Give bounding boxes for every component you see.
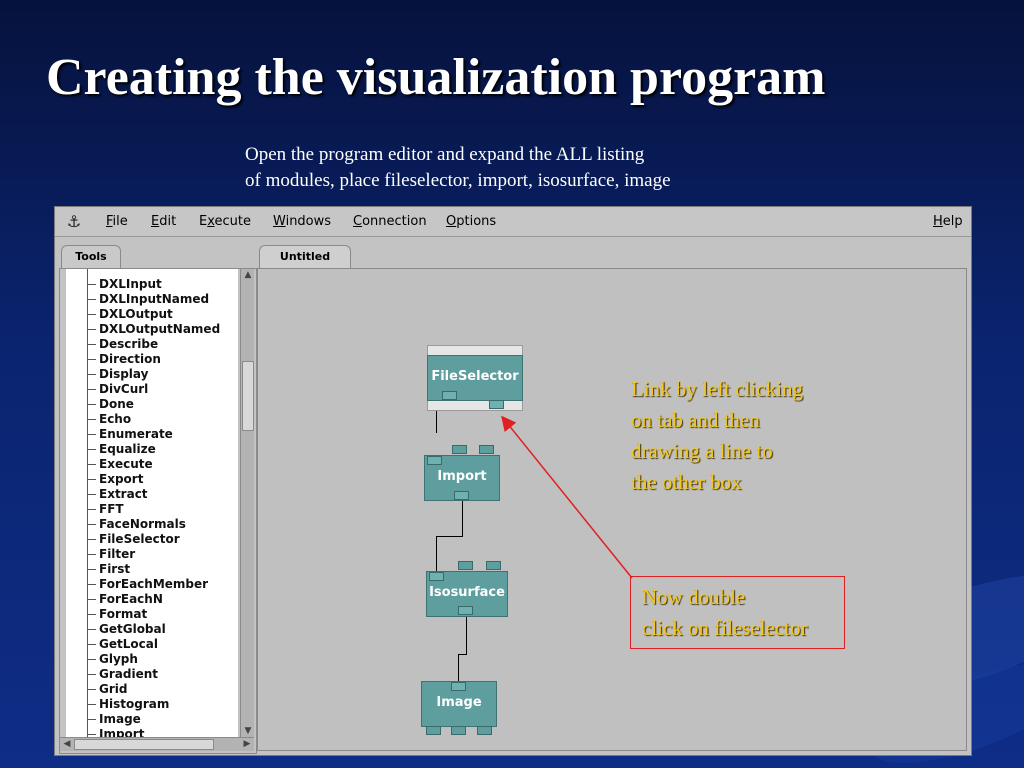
scroll-left-icon[interactable]: ◀ [63, 739, 71, 749]
input-port[interactable] [452, 445, 467, 454]
tools-list-item[interactable]: DXLOutput [88, 307, 173, 322]
tools-list-item[interactable]: Equalize [88, 442, 156, 457]
tools-list-item[interactable]: Filter [88, 547, 135, 562]
tools-list-item[interactable]: GetGlobal [88, 622, 166, 637]
scroll-right-icon[interactable]: ▶ [243, 739, 251, 749]
scroll-down-icon[interactable]: ▼ [244, 726, 252, 736]
wire-isosurface-image [466, 614, 467, 654]
program-editor-window: ⚓ File Edit Execute Windows Connection O… [54, 206, 972, 756]
note-line: the other box [631, 470, 742, 494]
slide-subtitle: Open the program editor and expand the A… [245, 142, 671, 194]
menu-help[interactable]: Help [933, 214, 963, 229]
tools-list-item[interactable]: Execute [88, 457, 153, 472]
module-label: Import [437, 469, 487, 484]
output-port[interactable] [442, 391, 457, 400]
anchor-icon[interactable]: ⚓ [66, 212, 82, 231]
module-label: Isosurface [429, 585, 505, 600]
tools-list-item[interactable]: DivCurl [88, 382, 148, 397]
output-port[interactable] [477, 726, 492, 735]
tools-list-item[interactable]: GetLocal [88, 637, 158, 652]
module-label: Image [436, 695, 482, 710]
scroll-up-icon[interactable]: ▲ [244, 270, 252, 280]
tools-list-item[interactable]: FileSelector [88, 532, 180, 547]
wire-fileselector-import [436, 399, 437, 433]
tools-list-item[interactable]: Echo [88, 412, 131, 427]
tools-list-item[interactable]: Done [88, 397, 134, 412]
tools-list-item[interactable]: DXLInput [88, 277, 162, 292]
tools-list-item[interactable]: Image [88, 712, 141, 727]
tools-list-item[interactable]: Describe [88, 337, 158, 352]
menu-execute[interactable]: Execute [199, 214, 251, 229]
output-port[interactable] [489, 400, 504, 409]
note-line: Link by left clicking [631, 377, 804, 401]
menu-edit[interactable]: Edit [151, 214, 177, 229]
note-line: on tab and then [631, 408, 760, 432]
slide-title: Creating the visualization program [46, 49, 826, 106]
menu-bar: ⚓ File Edit Execute Windows Connection O… [55, 207, 971, 237]
program-canvas[interactable]: FileSelector Import Isosurface Image [257, 268, 967, 751]
tools-list-item[interactable]: FaceNormals [88, 517, 186, 532]
tab-tools[interactable]: Tools [61, 245, 121, 269]
link-instruction-note: Link by left clicking on tab and then dr… [631, 374, 803, 498]
tools-list-item[interactable]: Export [88, 472, 143, 487]
tools-list-item[interactable]: ForEachMember [88, 577, 208, 592]
double-click-callout-box [630, 576, 845, 649]
module-label: FileSelector [431, 369, 519, 384]
tools-list-item[interactable]: Glyph [88, 652, 138, 667]
tools-list-item[interactable]: Extract [88, 487, 148, 502]
output-port[interactable] [458, 606, 473, 615]
input-port[interactable] [486, 561, 501, 570]
wire-import-isosurface [436, 536, 463, 537]
input-port[interactable] [451, 682, 466, 691]
tools-list-item[interactable]: DXLInputNamed [88, 292, 209, 307]
tools-list-item[interactable]: Grid [88, 682, 127, 697]
output-port[interactable] [454, 491, 469, 500]
tools-horizontal-scrollbar[interactable]: ◀ ▶ [60, 737, 254, 751]
input-port[interactable] [458, 561, 473, 570]
output-port[interactable] [426, 726, 441, 735]
wire-import-isosurface [436, 536, 437, 579]
menu-windows[interactable]: Windows [273, 214, 332, 229]
subtitle-line: Open the program editor and expand the A… [245, 144, 645, 165]
wire-isosurface-image [458, 654, 467, 655]
tools-list-item[interactable]: Gradient [88, 667, 158, 682]
input-port[interactable] [429, 572, 444, 581]
tools-list-item[interactable]: Direction [88, 352, 161, 367]
tools-list-item[interactable]: Display [88, 367, 148, 382]
input-port[interactable] [479, 445, 494, 454]
tools-list-item[interactable]: Histogram [88, 697, 169, 712]
subtitle-line: of modules, place fileselector, import, … [245, 170, 671, 191]
wire-import-isosurface [462, 499, 463, 536]
note-line: click on fileselector [642, 616, 808, 640]
note-line: drawing a line to [631, 439, 773, 463]
note-line: Now double [642, 585, 746, 609]
scroll-thumb[interactable] [242, 361, 254, 431]
menu-file[interactable]: File [106, 214, 128, 229]
tools-list-item[interactable]: FFT [88, 502, 124, 517]
tools-list-item[interactable]: Enumerate [88, 427, 173, 442]
output-port[interactable] [451, 726, 466, 735]
tab-untitled[interactable]: Untitled [259, 245, 351, 269]
menu-connection[interactable]: Connection [353, 214, 427, 229]
tools-list-item[interactable]: First [88, 562, 130, 577]
double-click-instruction-note: Now double click on fileselector [642, 582, 808, 644]
tools-vertical-scrollbar[interactable]: ▲ ▼ [240, 269, 254, 737]
tools-list-item[interactable]: Import [88, 727, 144, 737]
horizontal-scroll-thumb[interactable] [74, 739, 214, 750]
tools-list-item[interactable]: DXLOutputNamed [88, 322, 220, 337]
input-port[interactable] [427, 456, 442, 465]
wire-isosurface-image [458, 654, 459, 684]
tools-list-item[interactable]: Format [88, 607, 147, 622]
tools-list-item[interactable]: ForEachN [88, 592, 163, 607]
menu-options[interactable]: Options [446, 214, 497, 229]
